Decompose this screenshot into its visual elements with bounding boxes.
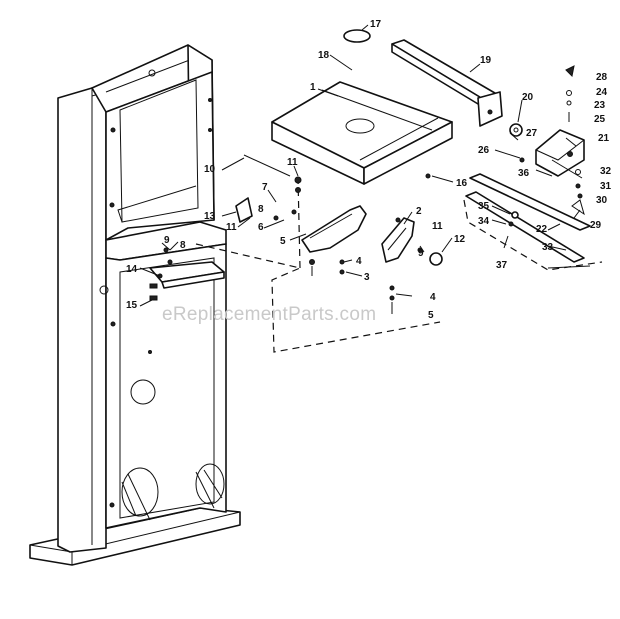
- fence-hardware: [508, 65, 591, 269]
- callout-3: 3: [364, 272, 370, 283]
- callout-17: 17: [370, 19, 382, 30]
- callout-19: 19: [480, 55, 492, 66]
- callout-8a: 8: [258, 204, 264, 215]
- callout-11c: 11: [432, 221, 443, 232]
- saw-frame: [29, 44, 241, 566]
- trunnion-right: [381, 217, 415, 263]
- callout-12: 12: [454, 234, 466, 245]
- fence-rail: [391, 39, 503, 127]
- callout-9a: 9: [164, 235, 170, 246]
- callout-18: 18: [318, 50, 330, 61]
- table-insert: [343, 29, 371, 43]
- watermark-text: eReplacementParts.com: [162, 304, 376, 325]
- callout-30: 30: [596, 195, 608, 206]
- callout-numbers: 17 18 19 28 1 24 20 23 25 27 21 26 11 10…: [126, 19, 612, 321]
- lock-knob: [509, 123, 523, 137]
- callout-13: 13: [204, 211, 216, 222]
- callout-22: 22: [536, 224, 548, 235]
- callout-15: 15: [126, 300, 138, 311]
- trunnion-left: [301, 205, 367, 253]
- callout-26: 26: [478, 145, 490, 156]
- callout-32: 32: [600, 166, 612, 177]
- guide-rail: [465, 191, 585, 263]
- callout-28: 28: [596, 72, 608, 83]
- callout-35: 35: [478, 201, 490, 212]
- callout-5b: 5: [428, 310, 434, 321]
- callout-34: 34: [478, 216, 490, 227]
- callout-8b: 8: [180, 240, 186, 251]
- callout-27: 27: [526, 128, 538, 139]
- callout-37: 37: [496, 260, 508, 271]
- callout-11a: 11: [287, 157, 298, 168]
- callout-23: 23: [594, 100, 606, 111]
- callout-31: 31: [600, 181, 612, 192]
- callout-21: 21: [598, 133, 610, 144]
- callout-4a: 4: [356, 256, 362, 267]
- callout-5a: 5: [280, 236, 286, 247]
- fence-bar: [469, 173, 591, 231]
- fasteners: [157, 154, 431, 314]
- assembly-line-left: [195, 177, 441, 353]
- callout-24: 24: [596, 87, 608, 98]
- callout-16: 16: [456, 178, 468, 189]
- callout-33: 33: [542, 242, 554, 253]
- callout-9b: 9: [418, 248, 424, 259]
- pointer-bracket: [235, 197, 253, 223]
- trunnion-bracket: [149, 261, 225, 301]
- fence-head: [535, 129, 585, 177]
- adjust-knob: [429, 252, 443, 266]
- callout-2: 2: [416, 206, 422, 217]
- callout-20: 20: [522, 92, 534, 103]
- saw-table: [271, 81, 453, 185]
- callout-25: 25: [594, 114, 606, 125]
- callout-14: 14: [126, 264, 138, 275]
- callout-1: 1: [310, 82, 316, 93]
- callout-11b: 11: [226, 222, 237, 233]
- callout-leaders: [139, 24, 581, 307]
- callout-36: 36: [518, 168, 530, 179]
- callout-10: 10: [204, 164, 216, 175]
- callout-7: 7: [262, 182, 268, 193]
- callout-6: 6: [258, 222, 264, 233]
- callout-4b: 4: [430, 292, 436, 303]
- callout-29: 29: [590, 220, 602, 231]
